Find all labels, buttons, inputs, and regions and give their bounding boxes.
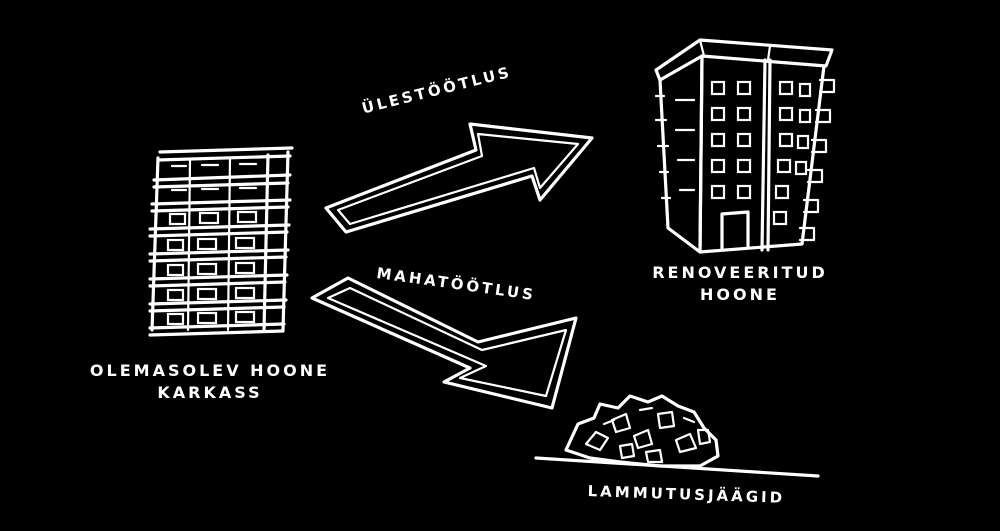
existing-building-label-line1: OLEMASOLEV HOONE [89,361,331,380]
renovated-building-label-line2: HOONE [700,285,780,304]
existing-building-frame [148,146,294,337]
downcycling-arrow [310,276,578,410]
demolition-rubble [534,394,820,478]
existing-building-label-line2: KARKASS [157,383,263,402]
renovated-building [654,38,836,254]
upcycling-arrow [324,122,594,234]
existing-building-label: OLEMASOLEV HOONE KARKASS [80,360,340,404]
renovated-building-label: RENOVEERITUD HOONE [640,262,840,306]
renovated-building-label-line1: RENOVEERITUD [652,263,828,282]
